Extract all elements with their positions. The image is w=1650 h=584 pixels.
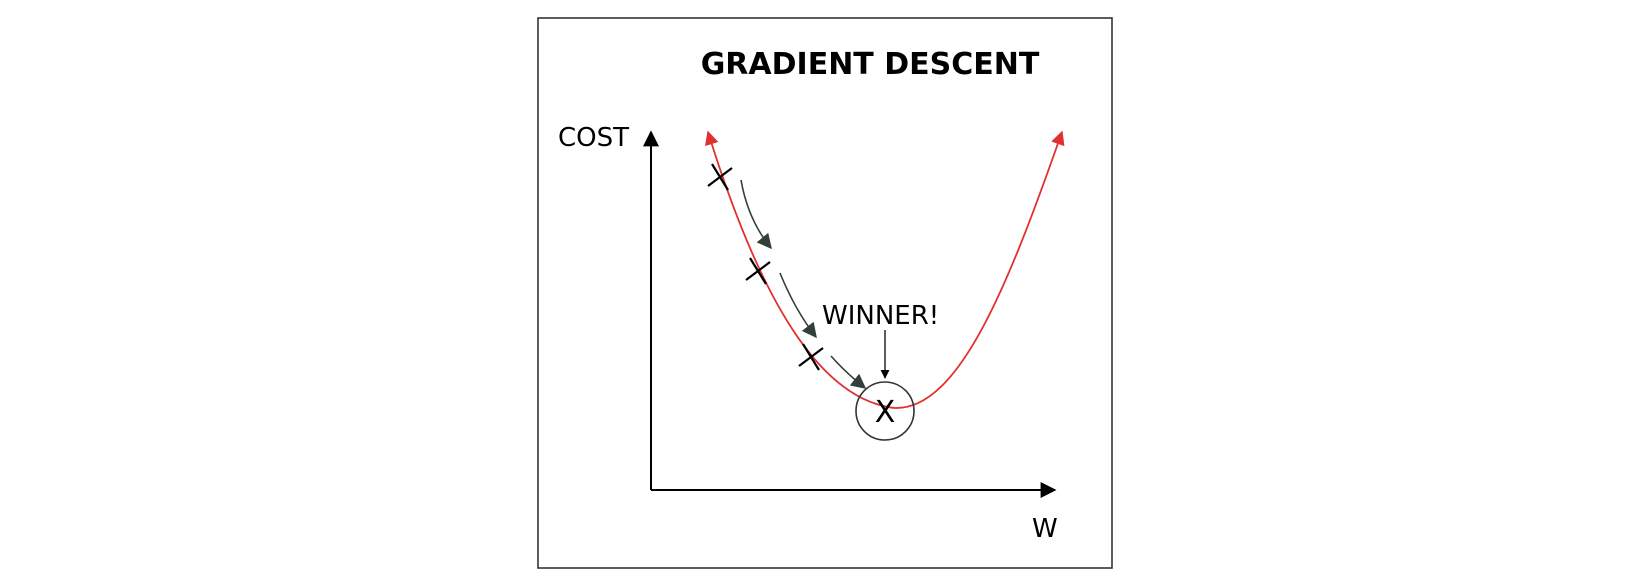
diagram-frame <box>537 17 1113 569</box>
winner-label: WINNER! <box>822 301 939 331</box>
minimum-circle <box>855 381 915 441</box>
cost-curve-right <box>894 130 1065 409</box>
y-axis-label: COST <box>558 123 629 153</box>
step-marker-1 <box>707 163 733 191</box>
step-marker-2 <box>745 257 771 285</box>
diagram-title: GRADIENT DESCENT <box>701 47 1040 82</box>
step-marker-3 <box>798 343 824 371</box>
step-arrow-3 <box>830 355 867 389</box>
step-arrow-2 <box>779 272 817 339</box>
cost-curve <box>705 130 896 409</box>
step-arrow-1 <box>740 179 772 250</box>
x-axis-label: W <box>1032 514 1058 544</box>
minimum-marker: X <box>875 395 896 430</box>
